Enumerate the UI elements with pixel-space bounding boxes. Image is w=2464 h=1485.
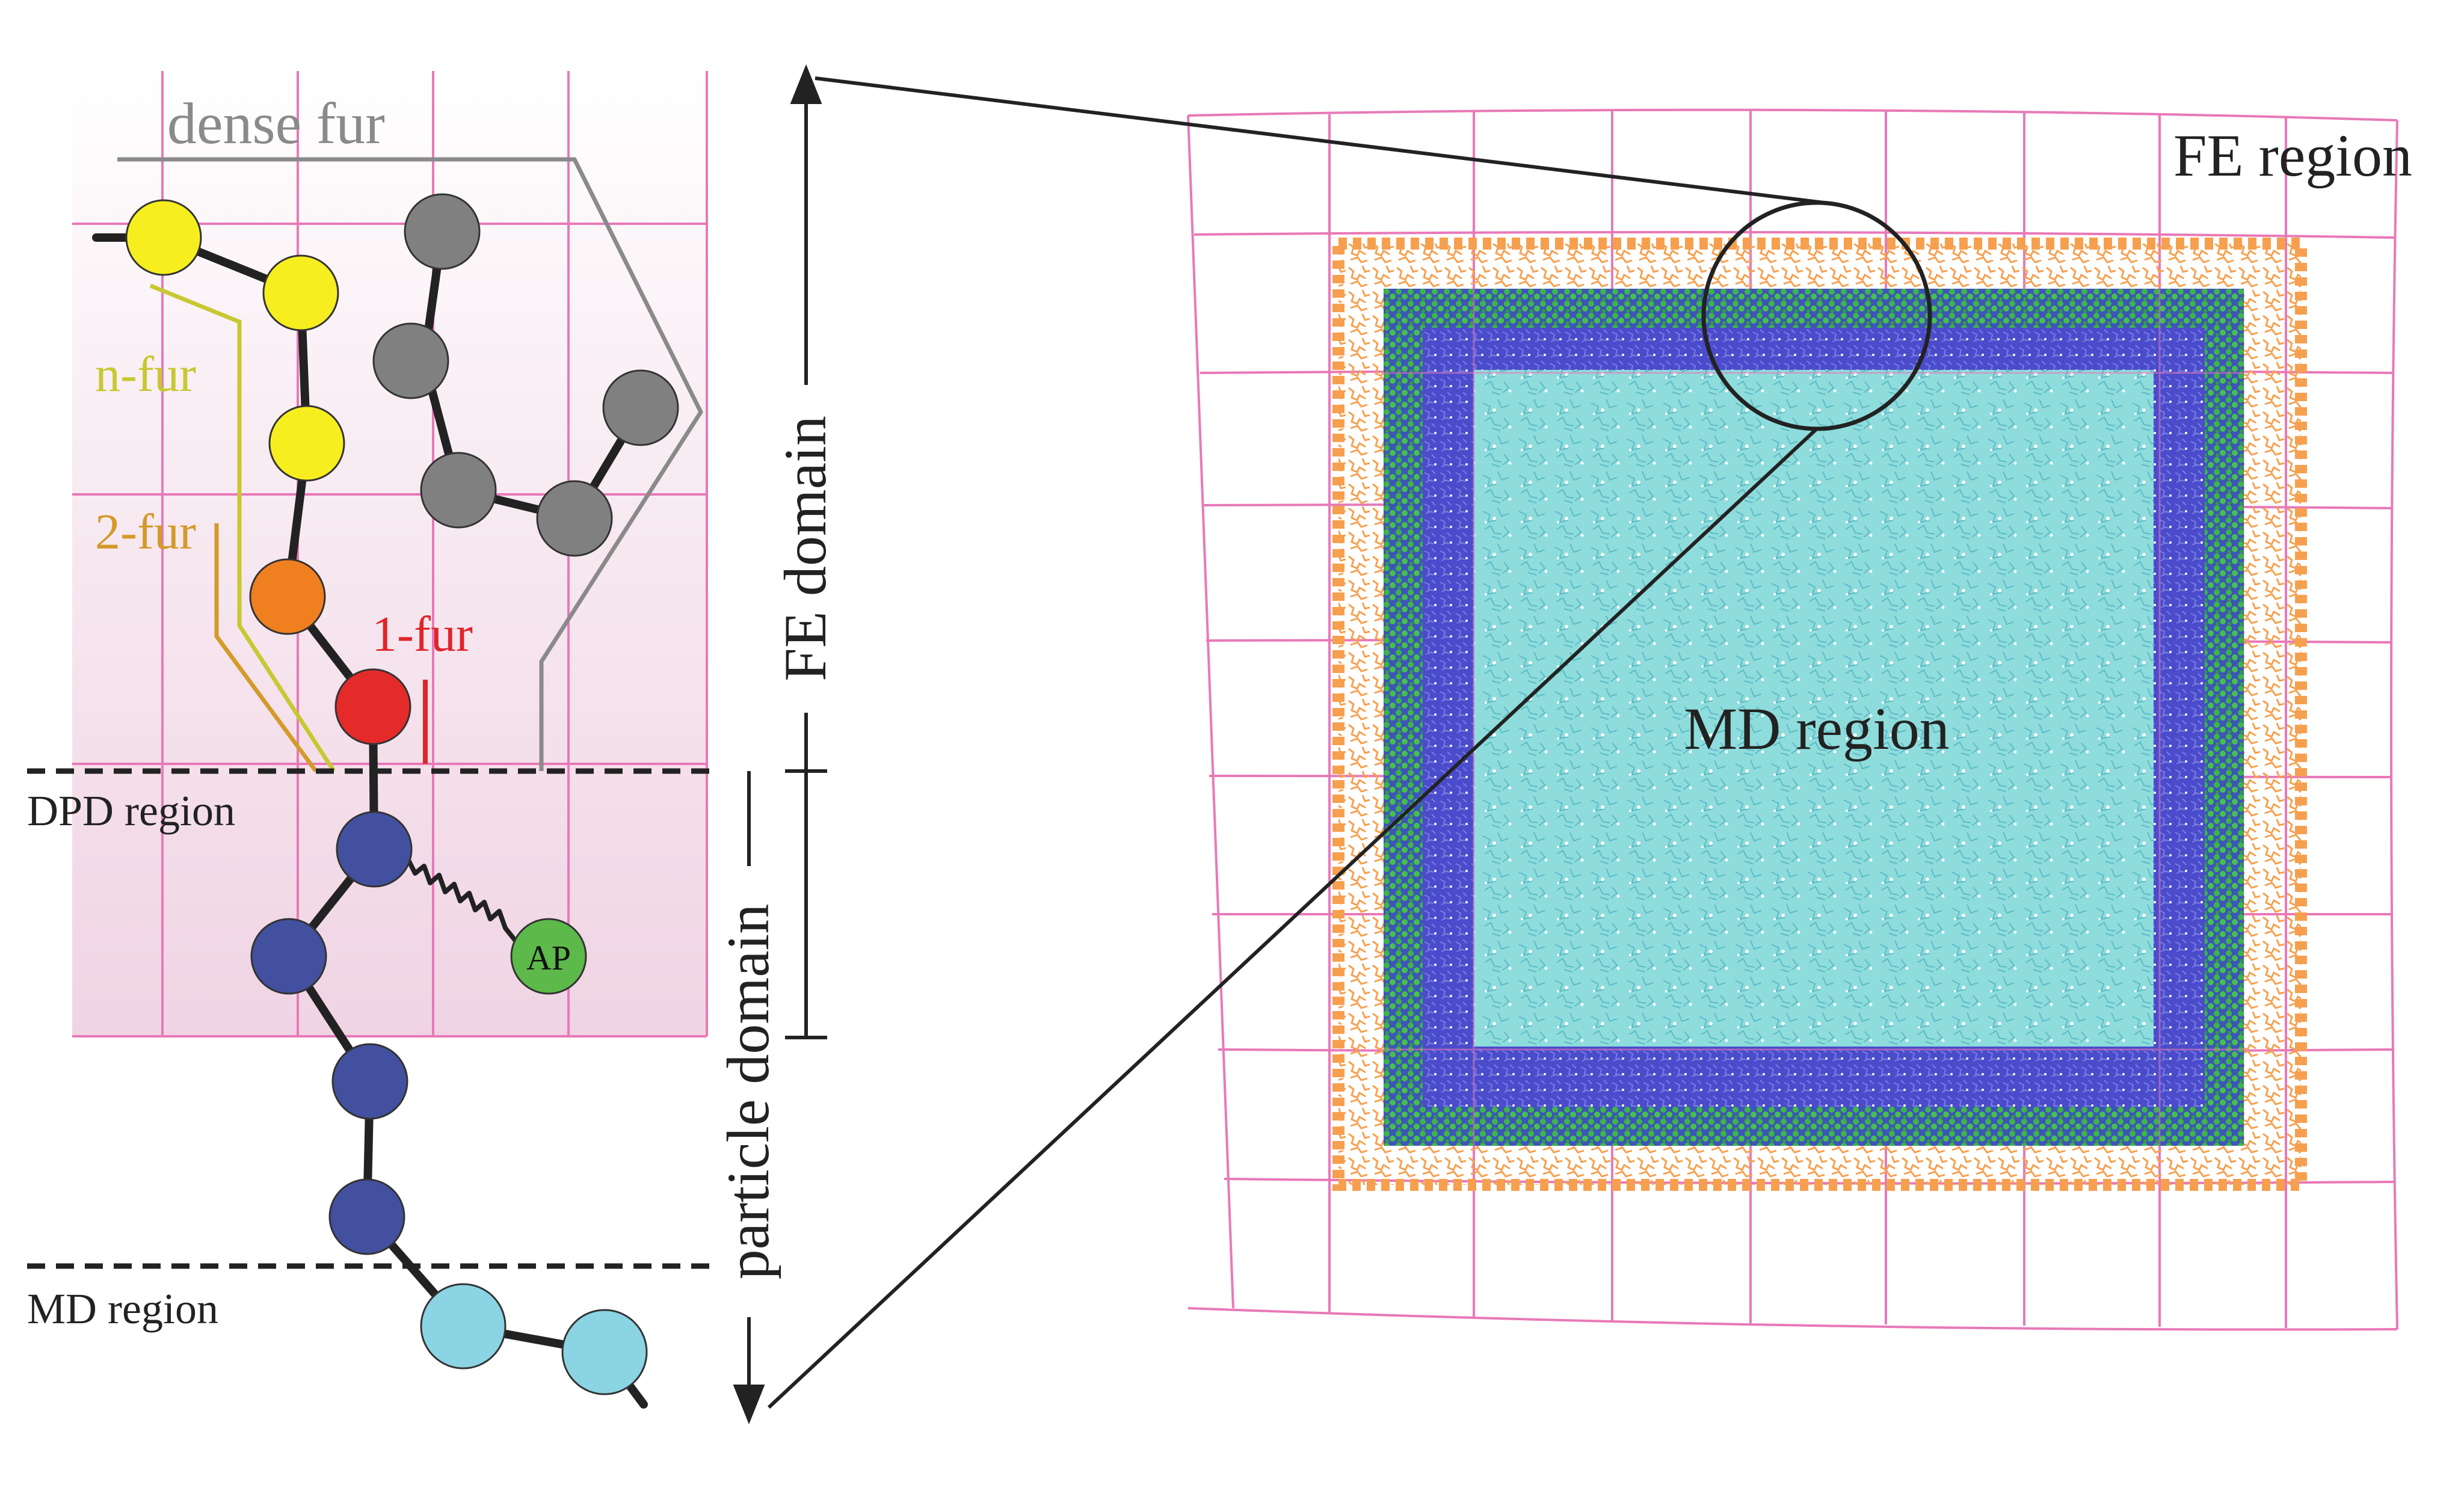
bead-ap: [510, 918, 587, 995]
bead-red: [334, 668, 411, 745]
bead-cyan: [420, 1283, 507, 1370]
ap-spring: [373, 847, 520, 945]
fe-region-label: FE region: [2173, 122, 2412, 189]
bead-yellow: [268, 405, 345, 482]
bead-orange: [249, 558, 326, 635]
left-panel: dense fur n-fur 2-fur 1-fur DPD region M…: [27, 71, 719, 1409]
bead-blue: [331, 1043, 408, 1120]
md-region-core: [1474, 370, 2154, 1047]
dpd-region-label: DPD region: [27, 787, 235, 835]
two-fur-outline: [214, 523, 318, 773]
n-fur-label: n-fur: [95, 346, 196, 402]
n-fur-outline: [149, 283, 336, 772]
particle-domain-label: particle domain: [715, 904, 781, 1280]
bead-yellow: [125, 199, 202, 276]
ap-label: AP: [526, 938, 571, 977]
right-panel: FE region MD region: [1187, 108, 2412, 1331]
bead-gray: [372, 322, 449, 399]
beads: [125, 193, 679, 1395]
dense-fur-label: dense fur: [167, 91, 385, 156]
dense-fur-outline: [117, 157, 704, 771]
bead-blue: [336, 811, 413, 888]
bead-gray: [602, 369, 679, 446]
fe-domain-label: FE domain: [772, 416, 839, 681]
bead-gray: [420, 452, 497, 529]
one-fur-label: 1-fur: [372, 606, 473, 662]
md-region-label-center: MD region: [1684, 695, 1950, 762]
bead-gray: [404, 193, 481, 270]
two-fur-label: 2-fur: [95, 504, 196, 560]
md-region-label-left: MD region: [27, 1285, 218, 1333]
domain-arrows: [733, 64, 827, 1425]
zoom-indicator: [767, 76, 1932, 1409]
bead-cyan: [561, 1309, 648, 1395]
bead-blue: [250, 918, 327, 995]
bead-yellow: [262, 254, 339, 331]
bead-gray: [536, 480, 613, 557]
bead-blue: [328, 1178, 405, 1255]
